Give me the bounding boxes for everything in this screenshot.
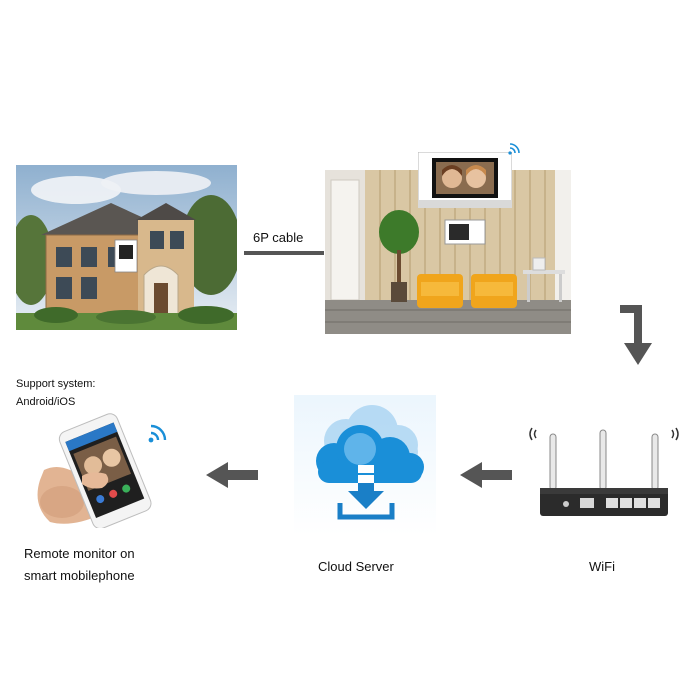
indoor-monitor <box>418 152 512 208</box>
wifi-label: WiFi <box>589 559 615 574</box>
wifi-signal-icon <box>507 140 523 156</box>
support-line-1: Support system: <box>16 378 96 390</box>
cloud-server-label: Cloud Server <box>318 559 394 574</box>
cable-label: 6P cable <box>253 230 304 245</box>
wifi-router-icon <box>522 420 686 520</box>
smartphone-image <box>22 410 172 528</box>
cable-line <box>244 251 324 255</box>
arrow-left-icon-2 <box>460 462 512 488</box>
phone-label-line-2: smart mobilephone <box>24 568 135 583</box>
phone-wifi-signal-icon <box>147 420 171 444</box>
arrow-down-icon <box>620 305 654 367</box>
arrow-left-icon <box>206 462 258 488</box>
phone-label-line-1: Remote monitor on <box>24 546 135 561</box>
cloud-server-icon <box>294 395 436 535</box>
house-photo <box>16 165 237 330</box>
support-line-2: Android/iOS <box>16 396 76 408</box>
